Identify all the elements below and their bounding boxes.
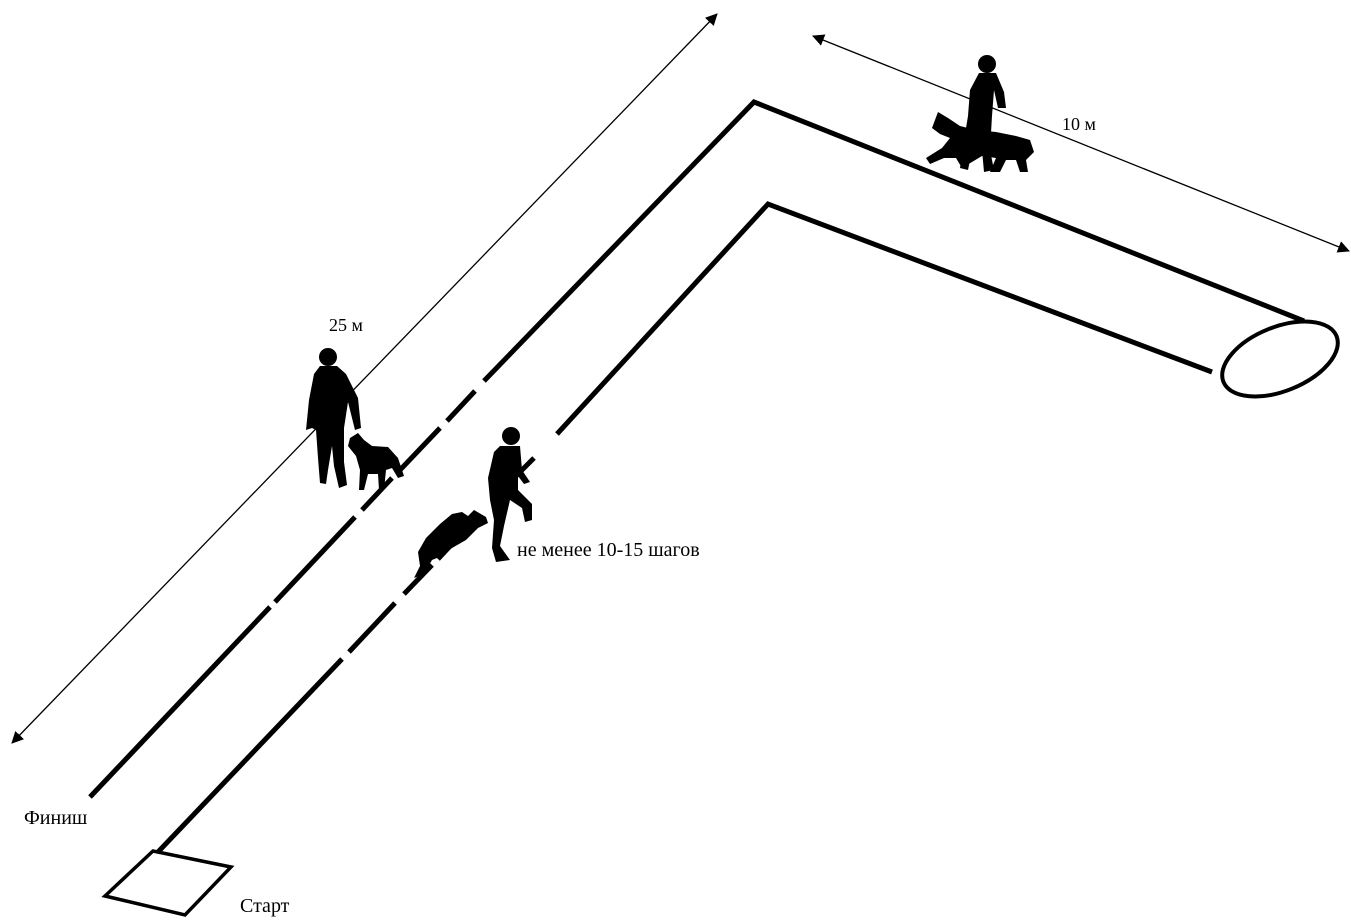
person-running-icon <box>414 427 532 578</box>
person-walking-with-dog-icon <box>306 348 404 490</box>
end-ring <box>1220 319 1340 399</box>
dimension-arrow-10m <box>812 34 1350 253</box>
start-square <box>101 849 235 917</box>
outer-track-line <box>88 99 1305 799</box>
inner-track-line <box>156 201 1213 854</box>
dimension-label-25m: 25 м <box>329 315 363 335</box>
start-label: Старт <box>240 895 290 917</box>
person-standing-with-dog-icon <box>926 55 1034 172</box>
dimension-arrow-25m <box>11 13 718 744</box>
finish-label: Финиш <box>24 807 88 829</box>
dimension-label-10m: 10 м <box>1062 114 1096 134</box>
distance-note: не менее 10-15 шагов <box>517 539 700 561</box>
